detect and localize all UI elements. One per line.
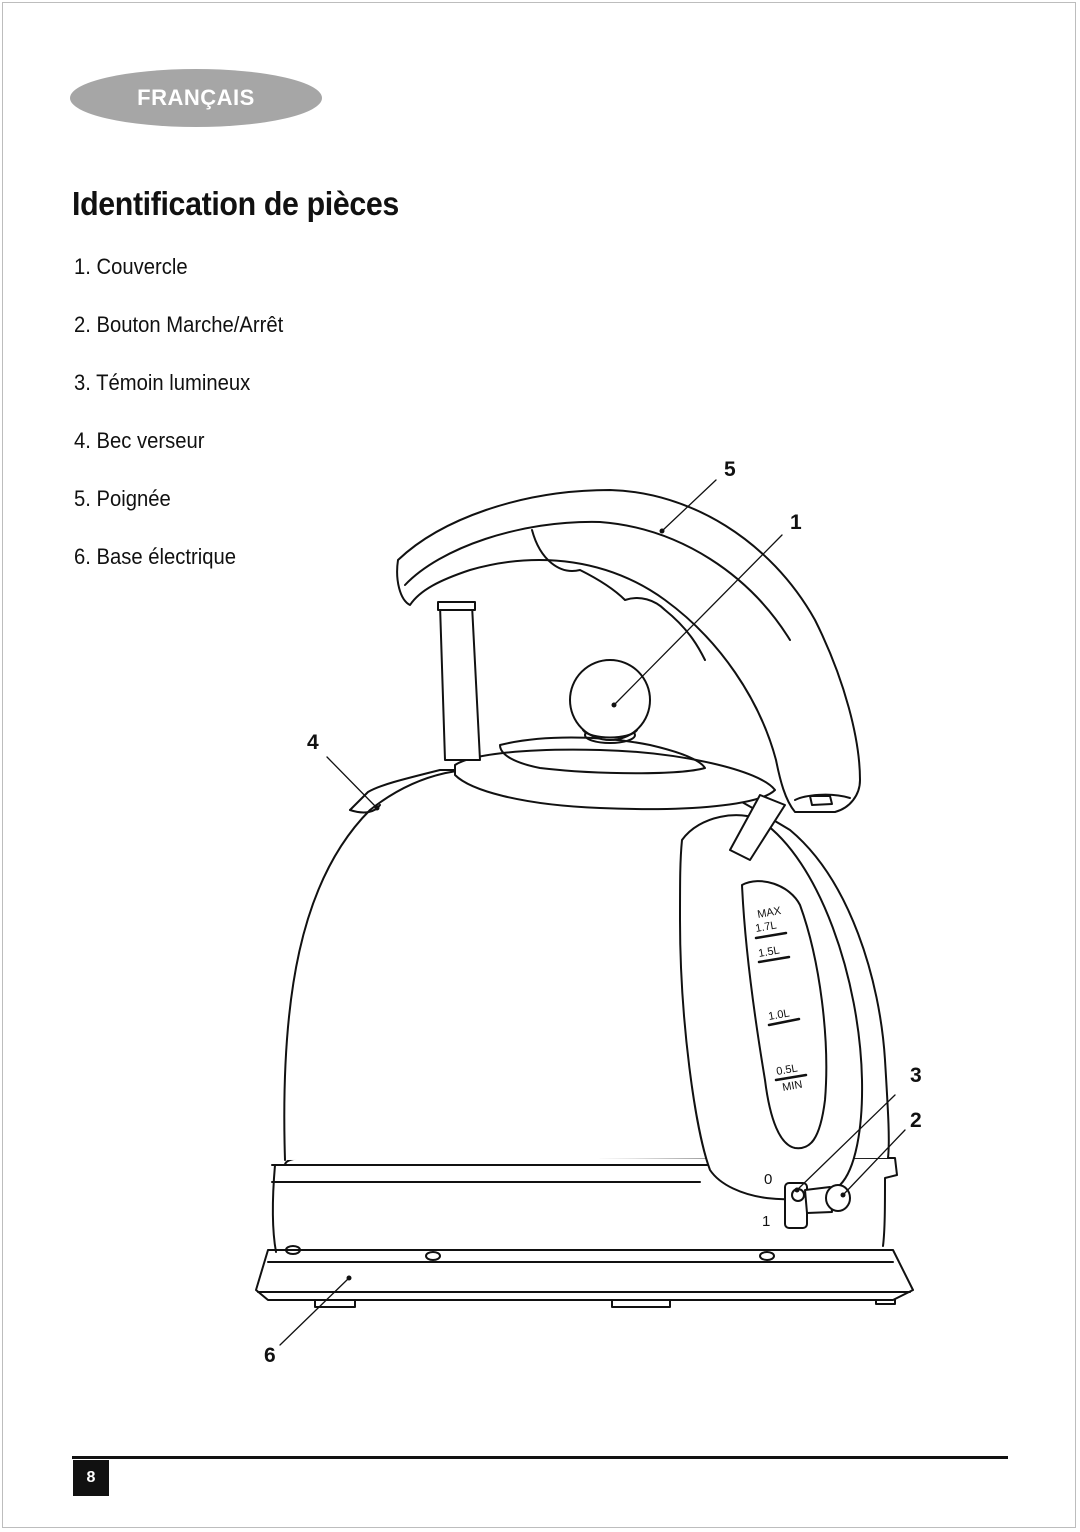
callout-4: 4: [307, 731, 319, 754]
leader-dots: [346, 528, 846, 1281]
level-max: MAX: [756, 905, 782, 921]
part-item-handle: 5. Poignée: [74, 486, 171, 511]
language-label: FRANÇAIS: [137, 85, 255, 110]
level-1-0: 1.0L: [767, 1007, 790, 1023]
level-min: MIN: [781, 1079, 803, 1094]
switch-on-label: 1: [762, 1213, 770, 1230]
callout-5: 5: [724, 458, 736, 481]
level-1-7: 1.7L: [754, 919, 777, 935]
leader-lines: [279, 479, 906, 1346]
switch-off-label: 0: [764, 1171, 772, 1188]
power-base-drawing: [255, 1245, 914, 1308]
page-title: Identification de pièces: [72, 185, 399, 222]
callout-1: 1: [790, 511, 802, 534]
parts-list: 1. Couvercle 2. Bouton Marche/Arrêt 3. T…: [74, 254, 301, 602]
switch-labels: 0 1: [762, 1171, 772, 1230]
callout-numbers: 5 1 4 3 2 6: [264, 458, 922, 1367]
arch-handle-drawing: [396, 489, 861, 861]
page-number: 8: [73, 1460, 109, 1496]
footer-rule: [72, 1456, 1008, 1459]
level-1-5: 1.5L: [757, 944, 780, 960]
part-item-power-button: 2. Bouton Marche/Arrêt: [74, 312, 284, 337]
level-0-5: 0.5L: [775, 1062, 798, 1078]
callout-6: 6: [264, 1344, 276, 1367]
callout-3: 3: [910, 1064, 922, 1087]
part-item-indicator-light: 3. Témoin lumineux: [74, 370, 251, 395]
water-level-marks: [754, 931, 808, 1082]
page-number-label: 8: [86, 1469, 96, 1486]
language-badge: FRANÇAIS: [70, 69, 322, 127]
part-item-power-base: 6. Base électrique: [74, 544, 237, 569]
power-switch-drawing: [784, 1182, 851, 1229]
callout-2: 2: [910, 1109, 922, 1132]
water-level-window: MAX 1.7L 1.5L 1.0L 0.5L MIN: [754, 905, 803, 1094]
part-item-lid: 1. Couvercle: [74, 254, 188, 279]
part-item-spout: 4. Bec verseur: [74, 428, 205, 453]
handle-grip-drawing: [679, 814, 864, 1201]
